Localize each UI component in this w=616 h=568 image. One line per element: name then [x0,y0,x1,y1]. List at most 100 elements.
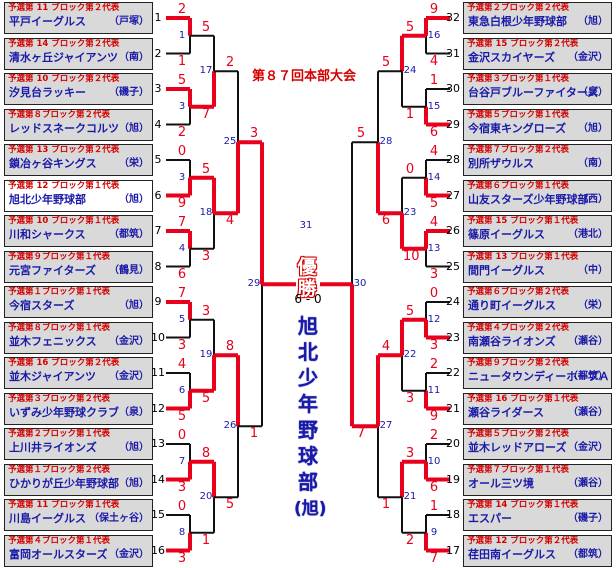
match-number: 18 [199,207,213,219]
team-block-label: 予選第２ブロック第２代表 [467,3,570,13]
match-score: 0 [177,144,187,159]
team-entry: 予選第７ブロック第２代表別所ザウルス（南） [463,144,612,176]
match-score: 3 [429,337,439,353]
team-block-label: 予選第８ブロック第１代表 [8,322,111,333]
match-number: 8 [178,526,186,538]
team-entry: 予選第６ブロック第２代表通り町イーグルス（栄） [463,286,612,318]
match-number: 15 [427,100,441,112]
match-number: 19 [199,349,213,361]
team-name: 富岡オールスターズ [9,547,108,561]
team-area: （旭） [119,442,149,453]
match-score: 2 [405,532,415,548]
team-seed: 29 [446,117,460,131]
team-entry: 予選第２ブロック第１代表上川井ライオンズ（旭） [4,428,153,460]
team-entry: 予選第１ブロック第２代表ひかりが丘少年野球部（旭） [4,463,153,496]
match-score: 9 [177,195,187,211]
team-area: （都筑） [568,371,608,382]
team-block-label: 予選第 14 ブロック第２代表 [8,38,120,49]
team-seed: 15 [151,508,165,521]
team-seed: 21 [446,401,460,415]
match-number: 11 [427,384,441,396]
champion-name-char: 北 [298,340,318,364]
match-score: 5 [381,55,391,71]
team-name: いずみ少年野球クラブ [9,405,119,419]
match-score: 8 [225,339,235,355]
team-seed: 11 [151,366,165,379]
match-number: 7 [178,455,186,467]
team-name: 川島イーグルス [9,512,86,525]
match-score: 2 [429,357,439,372]
champion-name-char: 野 [298,418,318,442]
team-seed: 2 [154,46,162,60]
team-seed: 18 [446,508,460,521]
team-area: （南） [578,158,608,169]
team-entry: 予選第 12 ブロック第１代表旭北少年野球部（旭） [4,179,153,212]
team-block-label: 予選第９ブロック第１代表 [8,251,111,262]
team-area: （中） [578,264,608,276]
team-name: 汐見台ラッキー [9,86,86,99]
team-entry: 予選第 15 ブロック第１代表篠原イーグルス（港北） [463,215,612,247]
team-block-label: 予選第７ブロック第１代表 [467,464,570,475]
team-block-label: 予選第３ブロック第１代表 [467,74,570,84]
champion-name-char: 少 [298,366,318,390]
team-seed: 25 [446,259,460,273]
team-seed: 17 [446,543,460,557]
team-name: 荏田南イーグルス [468,547,556,561]
team-block-label: 予選第 16 ブロック第２代表 [8,358,120,368]
match-score: 5 [405,303,415,319]
team-name: 今宿スターズ [9,299,75,312]
match-score: 10 [403,248,420,264]
team-entry: 予選第５ブロック第２代表並木レッドアローズ（金沢） [463,428,612,460]
match-score: 1 [381,497,391,513]
team-name: オール三ツ境 [468,476,534,490]
team-seed: 8 [154,259,162,273]
match-score: 7 [356,426,366,442]
team-block-label: 予選第 14 ブロック第１代表 [467,500,579,510]
match-score: 3 [177,550,187,566]
team-seed: 19 [446,472,460,486]
team-block-label: 予選第 15 ブロック第１代表 [467,216,579,226]
team-entry: 予選第９ブロック第２代表ニュータウンディーホープＡ（都筑） [463,357,612,389]
match-number: 20 [199,491,213,503]
match-number: 21 [403,491,417,503]
team-name: 東急白根少年野球部 [468,15,567,28]
match-score: 6 [381,213,391,229]
team-area: （旭） [578,122,608,134]
team-block-label: 予選第３ブロック第２代表 [8,393,111,404]
team-entry: 予選第２ブロック第２代表東急白根少年野球部（旭） [463,2,612,34]
team-block-label: 予選第２ブロック第１代表 [8,429,111,439]
team-seed: 30 [446,82,460,95]
team-entry: 予選第 13 ブロック第１代表間門イーグルス（中） [463,250,612,283]
match-number: 26 [223,420,237,432]
match-score: 2 [429,428,439,443]
match-score: 5 [405,19,415,35]
match-score: 7 [429,550,439,566]
team-area: （旭） [119,122,149,134]
team-entry: 予選第 12 ブロック第２代表荏田南イーグルス（都筑） [463,534,612,567]
champion-name-char: 球 [298,444,318,468]
team-name: 川和シャークス [9,228,86,241]
match-score: 7 [177,215,187,230]
team-name: 瀬谷ライダース [468,405,545,419]
match-score: 9 [429,2,439,17]
team-seed: 4 [154,117,162,131]
match-number: 10 [427,455,441,467]
match-score: 5 [177,408,187,424]
team-seed: 23 [446,330,460,344]
team-block-label: 予選第 13 ブロック第２代表 [8,145,120,155]
final-score: 6 - 0 [294,292,322,306]
match-score: 1 [177,53,187,69]
team-block-label: 予選第９ブロック第２代表 [467,358,570,368]
team-name: 並木ジャイアンツ [9,370,97,383]
match-score: 4 [381,339,391,355]
champion-name-char: 年 [298,392,318,416]
team-seed: 3 [154,82,162,95]
team-block-label: 予選第６ブロック第２代表 [467,287,570,297]
team-area: （保土ヶ谷） [89,513,149,524]
team-seed: 14 [151,472,165,486]
team-block-label: 予選第５ブロック第１代表 [467,109,570,120]
tournament-title: 第８７回本部大会 [252,69,357,84]
champion-label: 優勝 [296,256,318,300]
team-seed: 20 [446,437,460,450]
match-score: 3 [201,303,211,319]
